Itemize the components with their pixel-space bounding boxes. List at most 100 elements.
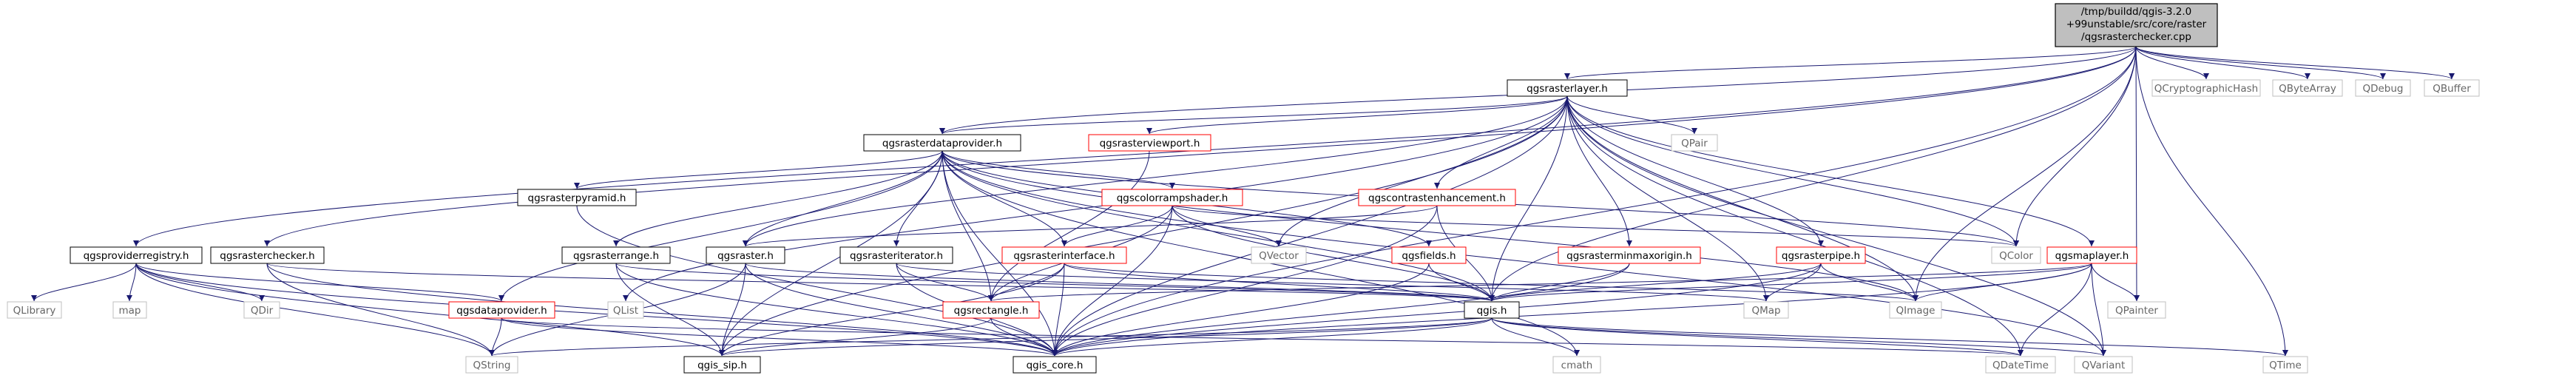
include-edge — [1064, 263, 1495, 302]
node-qgsrasterlayer-h[interactable]: qgsrasterlayer.h — [1507, 79, 1628, 97]
node-label: qgsfields.h — [1402, 250, 1456, 262]
node-label: qgsrectangle.h — [954, 305, 1029, 317]
node-label: QPainter — [2115, 305, 2158, 317]
node-label: qgsrasterpyramid.h — [528, 192, 626, 204]
node-qgsmaplayer-h[interactable]: qgsmaplayer.h — [2046, 246, 2137, 264]
include-edge — [1566, 95, 1824, 247]
node-qdir: QDir — [243, 301, 280, 319]
include-edge — [942, 150, 1058, 357]
include-edge — [1566, 95, 2106, 357]
include-edge — [2135, 46, 2288, 357]
include-edge — [1172, 205, 1282, 247]
node-qbytearray: QByteArray — [2272, 79, 2343, 97]
include-edge — [264, 46, 2137, 247]
include-edge — [743, 205, 1438, 247]
include-edge — [2135, 46, 2386, 80]
include-edge — [615, 263, 1058, 357]
node-qgsdataprovider-h[interactable]: qgsdataprovider.h — [448, 301, 555, 319]
node-qgsproviderregistry-h[interactable]: qgsproviderregistry.h — [70, 246, 203, 264]
include-edge — [126, 263, 137, 302]
include-edge — [1566, 95, 1919, 302]
node-qlist: QList — [607, 301, 644, 319]
include-edge — [1566, 95, 1769, 302]
node-label: qgis.h — [1477, 305, 1507, 317]
include-edge — [1052, 95, 1568, 357]
include-edge — [623, 95, 1568, 302]
include-edge — [1052, 263, 1065, 357]
node-qgscolorrampshader-h[interactable]: qgscolorrampshader.h — [1101, 189, 1243, 206]
node-qimage: QImage — [1889, 301, 1942, 319]
node-qgscontrastenhancement-h[interactable]: qgscontrastenhancement.h — [1358, 189, 1516, 206]
node-label: qgis_sip.h — [697, 360, 747, 371]
node-label: qgsrasterviewport.h — [1100, 138, 1200, 149]
node-label: QImage — [1896, 305, 1936, 317]
root-label-line-1: /tmp/buildd/qgis-3.2.0 — [2081, 6, 2192, 18]
node-label: QVector — [1259, 250, 1299, 262]
include-edge — [2091, 263, 2140, 302]
node-qtime: QTime — [2262, 356, 2308, 374]
include-edge — [31, 263, 137, 302]
root-label-line-2: +99unstable/src/core/raster — [2066, 18, 2207, 30]
node-label: qgsrasterrange.h — [573, 250, 659, 262]
node-qgsrasterpipe-h[interactable]: qgsrasterpipe.h — [1776, 246, 1866, 264]
node-qgsrasterviewport-h[interactable]: qgsrasterviewport.h — [1088, 134, 1211, 152]
include-edge — [613, 150, 943, 247]
node-qgsrectangle-h[interactable]: qgsrectangle.h — [942, 301, 1040, 319]
node-label: QVariant — [2082, 360, 2126, 371]
node-label: qgis_core.h — [1027, 360, 1084, 371]
node-qgsrasterdataprovider-h[interactable]: qgsrasterdataprovider.h — [863, 134, 1021, 152]
include-edge — [1566, 95, 2019, 247]
root-label-line-3: /qgsrasterchecker.cpp — [2081, 31, 2191, 43]
node-qgis-sip-h[interactable]: qgis_sip.h — [683, 356, 761, 374]
include-edge — [1489, 263, 1822, 302]
node-qgsrasterminmaxorigin-h[interactable]: qgsrasterminmaxorigin.h — [1558, 246, 1701, 264]
node-label: qgsdataprovider.h — [456, 305, 547, 317]
include-edge — [745, 263, 1058, 357]
include-edge — [896, 263, 1769, 302]
include-edge — [1052, 263, 1630, 357]
include-edge — [719, 263, 746, 357]
node-label: QTime — [2269, 360, 2302, 371]
include-edge — [2091, 263, 2106, 357]
node-label: QDateTime — [1992, 360, 2049, 371]
node-label: qgsrasterchecker.h — [220, 250, 314, 262]
node-qgsfields-h[interactable]: qgsfields.h — [1391, 246, 1467, 264]
include-edge — [1913, 263, 2092, 302]
node-label: QByteArray — [2279, 83, 2336, 95]
node-label: QBuffer — [2433, 83, 2471, 95]
include-edge — [2135, 46, 2310, 80]
node-qcryptographichash: QCryptographicHash — [2151, 79, 2261, 97]
include-edge — [1052, 263, 1822, 357]
node-qgis-core-h[interactable]: qgis_core.h — [1013, 356, 1097, 374]
include-edge — [266, 263, 495, 357]
include-edge — [942, 150, 1919, 302]
node-qgsrasterchecker-h[interactable]: qgsrasterchecker.h — [210, 246, 325, 264]
include-edge — [2135, 46, 2455, 80]
include-edge — [719, 263, 1065, 357]
node-qgsrasterrange-h[interactable]: qgsrasterrange.h — [561, 246, 671, 264]
include-edges — [31, 46, 2455, 357]
include-edge — [743, 95, 1568, 247]
node-qgsraster-h[interactable]: qgsraster.h — [706, 246, 785, 264]
include-edge — [2133, 46, 2140, 302]
node-qgis-h[interactable]: qgis.h — [1464, 301, 1520, 319]
node-qgsrasterpyramid-h[interactable]: qgsrasterpyramid.h — [517, 189, 637, 206]
node-qvariant: QVariant — [2074, 356, 2133, 374]
include-edge — [135, 263, 495, 357]
include-edge — [1052, 263, 2092, 357]
node-label: qgsraster.h — [717, 250, 774, 262]
node-label: qgsmaplayer.h — [2055, 250, 2129, 262]
include-edge — [1566, 95, 1697, 135]
node-qgsrasterinterface-h[interactable]: qgsrasterinterface.h — [1001, 246, 1127, 264]
node-qcolor: QColor — [1991, 246, 2041, 264]
node-qgsrasteriterator-h[interactable]: qgsrasteriterator.h — [839, 246, 953, 264]
include-edge — [576, 205, 1058, 357]
include-edge — [719, 150, 943, 357]
node-label: QList — [613, 305, 638, 317]
node-qdatetime: QDateTime — [1985, 356, 2056, 374]
include-edge — [743, 150, 943, 247]
node-label: cmath — [1561, 360, 1593, 371]
include-edge — [1566, 95, 1632, 247]
include-edge — [135, 263, 504, 302]
include-edge — [939, 95, 1568, 135]
